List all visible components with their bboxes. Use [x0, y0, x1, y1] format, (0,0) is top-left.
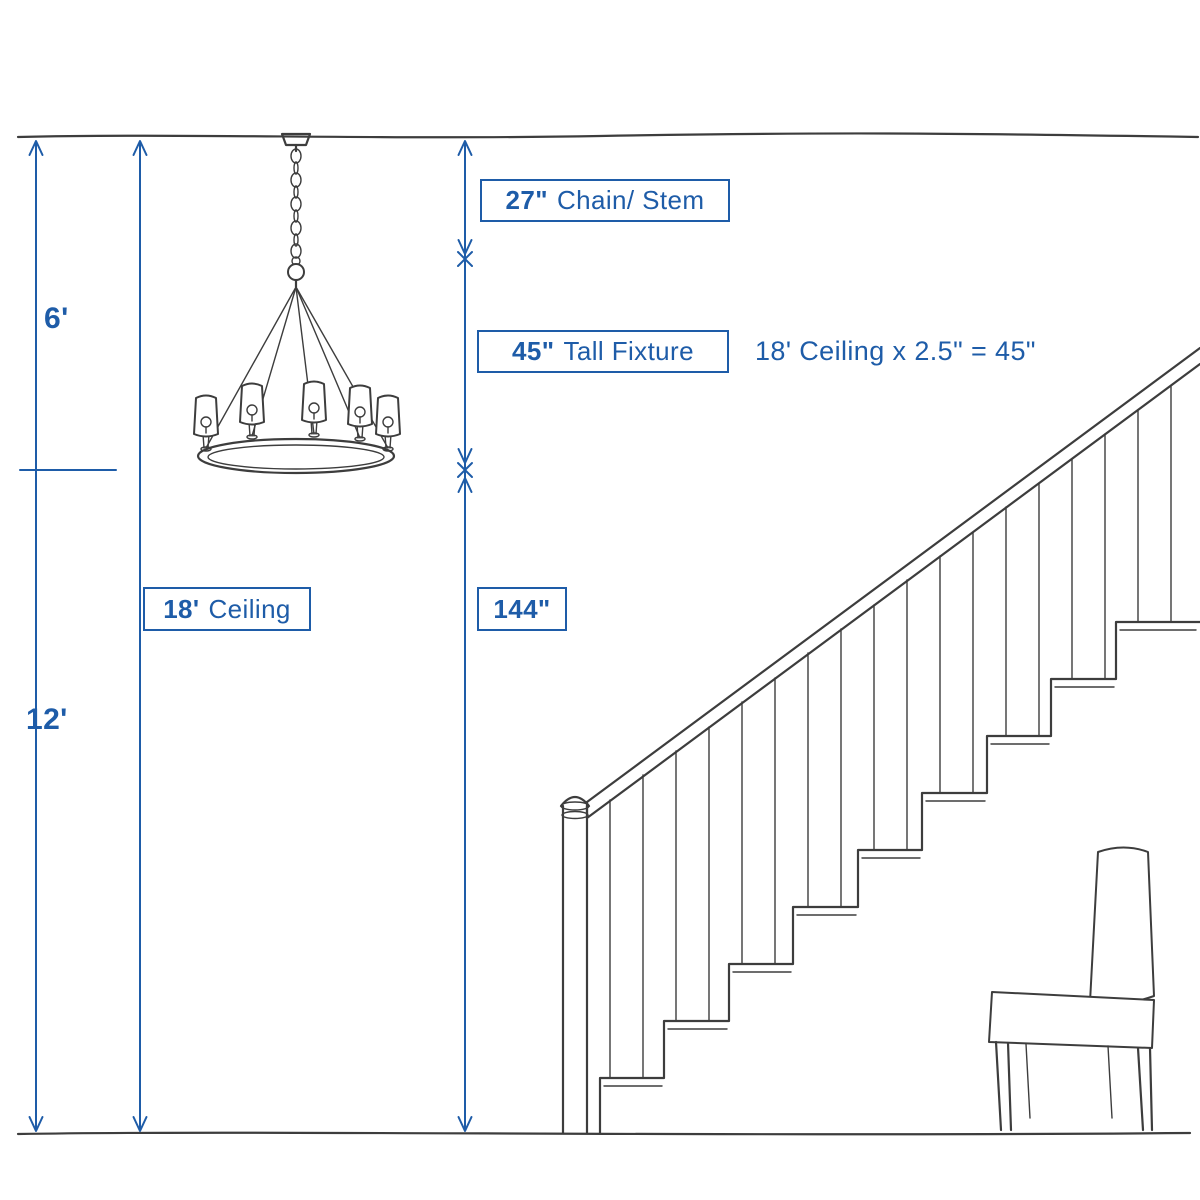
chair-illustration — [988, 846, 1155, 1132]
tall-fixture-value: 45" — [512, 336, 555, 366]
mounting-height-label: 144" — [477, 587, 567, 631]
steps — [598, 620, 1200, 1135]
chandelier-light — [347, 384, 373, 442]
glass-shade — [301, 380, 327, 424]
arrow-down-icon — [457, 239, 473, 255]
newel-post — [559, 795, 591, 1135]
chair-leg — [1148, 1046, 1154, 1132]
arrow-down-icon — [132, 1116, 148, 1132]
tread-nosing — [603, 629, 1197, 1087]
break-x-icon — [457, 251, 473, 267]
ring-outer — [196, 437, 396, 475]
dimension-total-height — [19, 140, 117, 1132]
ceiling-formula-text: 18' Ceiling x 2.5" = 45" — [755, 336, 1036, 366]
balusters — [609, 385, 1172, 1079]
chain-stem-text: Chain/ Stem — [556, 185, 705, 215]
chair-leg — [994, 1040, 1003, 1132]
arrow-up-icon — [457, 140, 473, 156]
chandelier-illustration — [193, 132, 401, 475]
mounting-height-value: 144" — [493, 593, 551, 624]
chair-back — [1089, 846, 1155, 1005]
chandelier-light — [375, 394, 401, 452]
floor-line — [16, 1131, 1192, 1136]
arrow-up-icon — [457, 477, 473, 493]
chandelier-light — [239, 382, 265, 440]
chain — [290, 148, 302, 259]
ring-inner — [207, 444, 385, 470]
dimension-ceiling-height — [132, 140, 148, 1132]
chandelier-light — [193, 394, 219, 452]
tall-fixture-text: Tall Fixture — [563, 336, 694, 366]
chair-leg — [1025, 1043, 1031, 1119]
arrow-down-icon — [457, 1116, 473, 1132]
upper-span-label: 6' — [44, 302, 69, 335]
break-x-icon — [457, 462, 473, 478]
lower-span-label: 12' — [26, 703, 68, 736]
arrow-up-icon — [28, 140, 44, 156]
glass-shade — [239, 382, 265, 426]
chair-leg — [1006, 1041, 1013, 1132]
hub-ball — [287, 263, 305, 281]
chair-seat — [988, 991, 1155, 1049]
chair-leg — [1107, 1045, 1113, 1119]
staircase-illustration — [559, 346, 1200, 1135]
ceiling-height-value: 18' — [163, 593, 200, 624]
chain-stem-value: 27" — [505, 185, 548, 215]
dimension-segments — [457, 140, 473, 1132]
glass-shade — [375, 394, 401, 438]
ceiling-height-label: 18' Ceiling — [143, 587, 311, 631]
chain-stem-label: 27" Chain/ Stem — [480, 179, 730, 222]
ceiling-line — [16, 132, 1200, 139]
tall-fixture-label: 45" Tall Fixture — [477, 330, 729, 373]
handrail — [585, 346, 1200, 820]
chair-leg — [1136, 1046, 1145, 1132]
glass-shade — [347, 384, 373, 428]
ceiling-height-text: Ceiling — [208, 593, 291, 624]
arrow-down-icon — [457, 448, 473, 464]
arrow-down-icon — [28, 1116, 44, 1132]
chandelier-light — [301, 380, 327, 438]
glass-shade — [193, 394, 219, 438]
canopy — [280, 132, 312, 147]
arrow-up-icon — [132, 140, 148, 156]
chair-legs — [994, 1040, 1154, 1132]
